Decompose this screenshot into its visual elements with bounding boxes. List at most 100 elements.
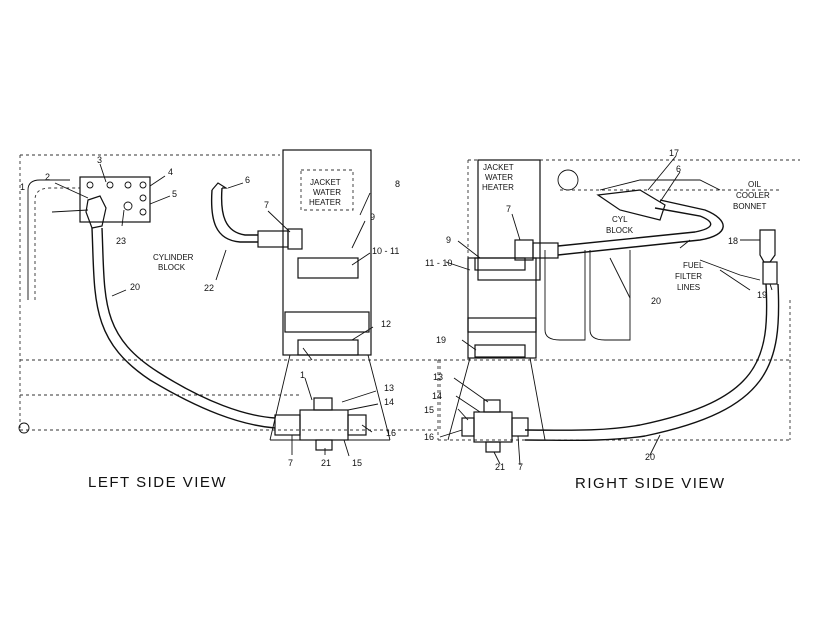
right-side-view: JACKET WATER HEATER CYL BLOCK OIL COOLER… [424, 148, 800, 492]
right-upper-hose-outer [557, 199, 724, 256]
left-label-water: WATER [313, 188, 341, 197]
right-view-title: RIGHT SIDE VIEW [575, 475, 726, 492]
left-view-title: LEFT SIDE VIEW [88, 474, 227, 491]
right-heater-upper [477, 159, 541, 281]
callout-5: 5 [172, 189, 177, 199]
callout-10-11: 10 - 11 [372, 246, 399, 256]
callout-19-bonnet: 19 [757, 290, 767, 300]
right-tee-body [473, 411, 513, 443]
top-fitting-round [557, 169, 579, 191]
right-heater-clamp-lower [474, 344, 526, 358]
bolt-hole [139, 194, 147, 202]
right-heater-band [467, 317, 537, 333]
right-label-bonnet: BONNET [733, 202, 766, 211]
left-label-heater: HEATER [309, 198, 341, 207]
callout-1: 1 [20, 182, 25, 192]
callout-19-heater: 19 [436, 335, 446, 345]
callout-4: 4 [168, 167, 173, 177]
callout-16: 16 [386, 428, 396, 438]
callout-14-right: 14 [432, 391, 442, 401]
right-upper-hose-inner [557, 207, 712, 247]
left-label-jacket: JACKET [310, 178, 341, 187]
callout-6-right: 6 [676, 164, 681, 174]
bolt-hole [124, 181, 132, 189]
left-engine-round [18, 422, 30, 434]
callout-13-right: 13 [433, 372, 443, 382]
callout-9: 9 [370, 212, 375, 222]
left-leader-lines [51, 163, 379, 457]
left-tee-fitting-right [347, 414, 367, 436]
left-label-block: BLOCK [158, 263, 186, 272]
callout-15-right: 15 [424, 405, 434, 415]
left-engine-outline [19, 154, 441, 431]
callout-8: 8 [395, 179, 400, 189]
callout-9-right: 9 [446, 235, 451, 245]
left-rear-bracket [34, 187, 80, 300]
callout-7-right-lower: 7 [518, 462, 523, 472]
left-label-cylinder: CYLINDER [153, 253, 194, 262]
left-hose-outer [91, 227, 276, 429]
left-heater-band [284, 311, 370, 333]
bolt-hole [86, 181, 94, 189]
right-label-oil: OIL [748, 180, 761, 189]
left-heater-clamp-upper [297, 257, 359, 279]
right-upper-fitting [532, 242, 559, 259]
callout-21: 21 [321, 458, 331, 468]
block-hose-end [211, 182, 229, 191]
left-tee-fitting-left [274, 414, 301, 436]
callout-18: 18 [728, 236, 738, 246]
right-label-cooler: COOLER [736, 191, 770, 200]
right-tee-fitting-left [461, 417, 475, 437]
right-hose-outer [524, 283, 768, 431]
right-label-jacket: JACKET [483, 163, 514, 172]
right-label-heater: HEATER [482, 183, 514, 192]
plug-fitting [123, 201, 133, 211]
callout-1-lower: 1 [300, 370, 305, 380]
bolt-hole [106, 181, 114, 189]
callout-7-right-upper: 7 [506, 204, 511, 214]
callout-23: 23 [116, 236, 126, 246]
right-hose-inner [524, 283, 780, 442]
left-top-housing [79, 176, 151, 223]
callout-7-lower: 7 [288, 458, 293, 468]
left-heater-clamp-lower [297, 339, 359, 356]
callout-7-upper: 7 [264, 200, 269, 210]
callout-20-right-upper: 20 [651, 296, 661, 306]
callout-6: 6 [245, 175, 250, 185]
bonnet-hose-nut [762, 261, 778, 285]
right-tee-fitting-right [511, 417, 529, 437]
right-heater-clamp-upper [474, 257, 526, 271]
left-rear-tube [27, 179, 70, 300]
callout-17: 17 [669, 148, 679, 158]
left-tee-drain [315, 439, 333, 451]
callout-21-right: 21 [495, 462, 505, 472]
right-label-water: WATER [485, 173, 513, 182]
fuel-filter-canisters [544, 250, 631, 341]
right-heater-stand [447, 357, 546, 441]
callout-16-right: 16 [424, 432, 434, 442]
bolt-hole [139, 181, 147, 189]
right-top-elbow [596, 189, 666, 221]
right-label-fuel: FUEL [683, 261, 704, 270]
right-oil-cooler-lines [599, 179, 761, 291]
right-label-filter: FILTER [675, 272, 702, 281]
block-hose-nut [287, 228, 303, 250]
callout-2: 2 [45, 172, 50, 182]
callout-11-10: 11 - 10 [425, 258, 452, 268]
right-upper-nut [514, 239, 534, 261]
right-label-cyl: CYL [612, 215, 628, 224]
left-hose-inner [101, 227, 276, 419]
callout-3: 3 [97, 155, 102, 165]
right-label-block: BLOCK [606, 226, 634, 235]
callout-14: 14 [384, 397, 394, 407]
left-elbow-fitting [85, 195, 107, 229]
right-leader-lines [439, 155, 773, 466]
right-label-lines: LINES [677, 283, 700, 292]
block-hose-outer [210, 189, 258, 243]
left-side-view: JACKET WATER HEATER CYLINDER BLOCK 1 2 3… [18, 149, 441, 491]
left-heater-label-box [300, 169, 354, 211]
left-tee-body [299, 409, 349, 441]
callout-22: 22 [204, 283, 214, 293]
callout-15: 15 [352, 458, 362, 468]
